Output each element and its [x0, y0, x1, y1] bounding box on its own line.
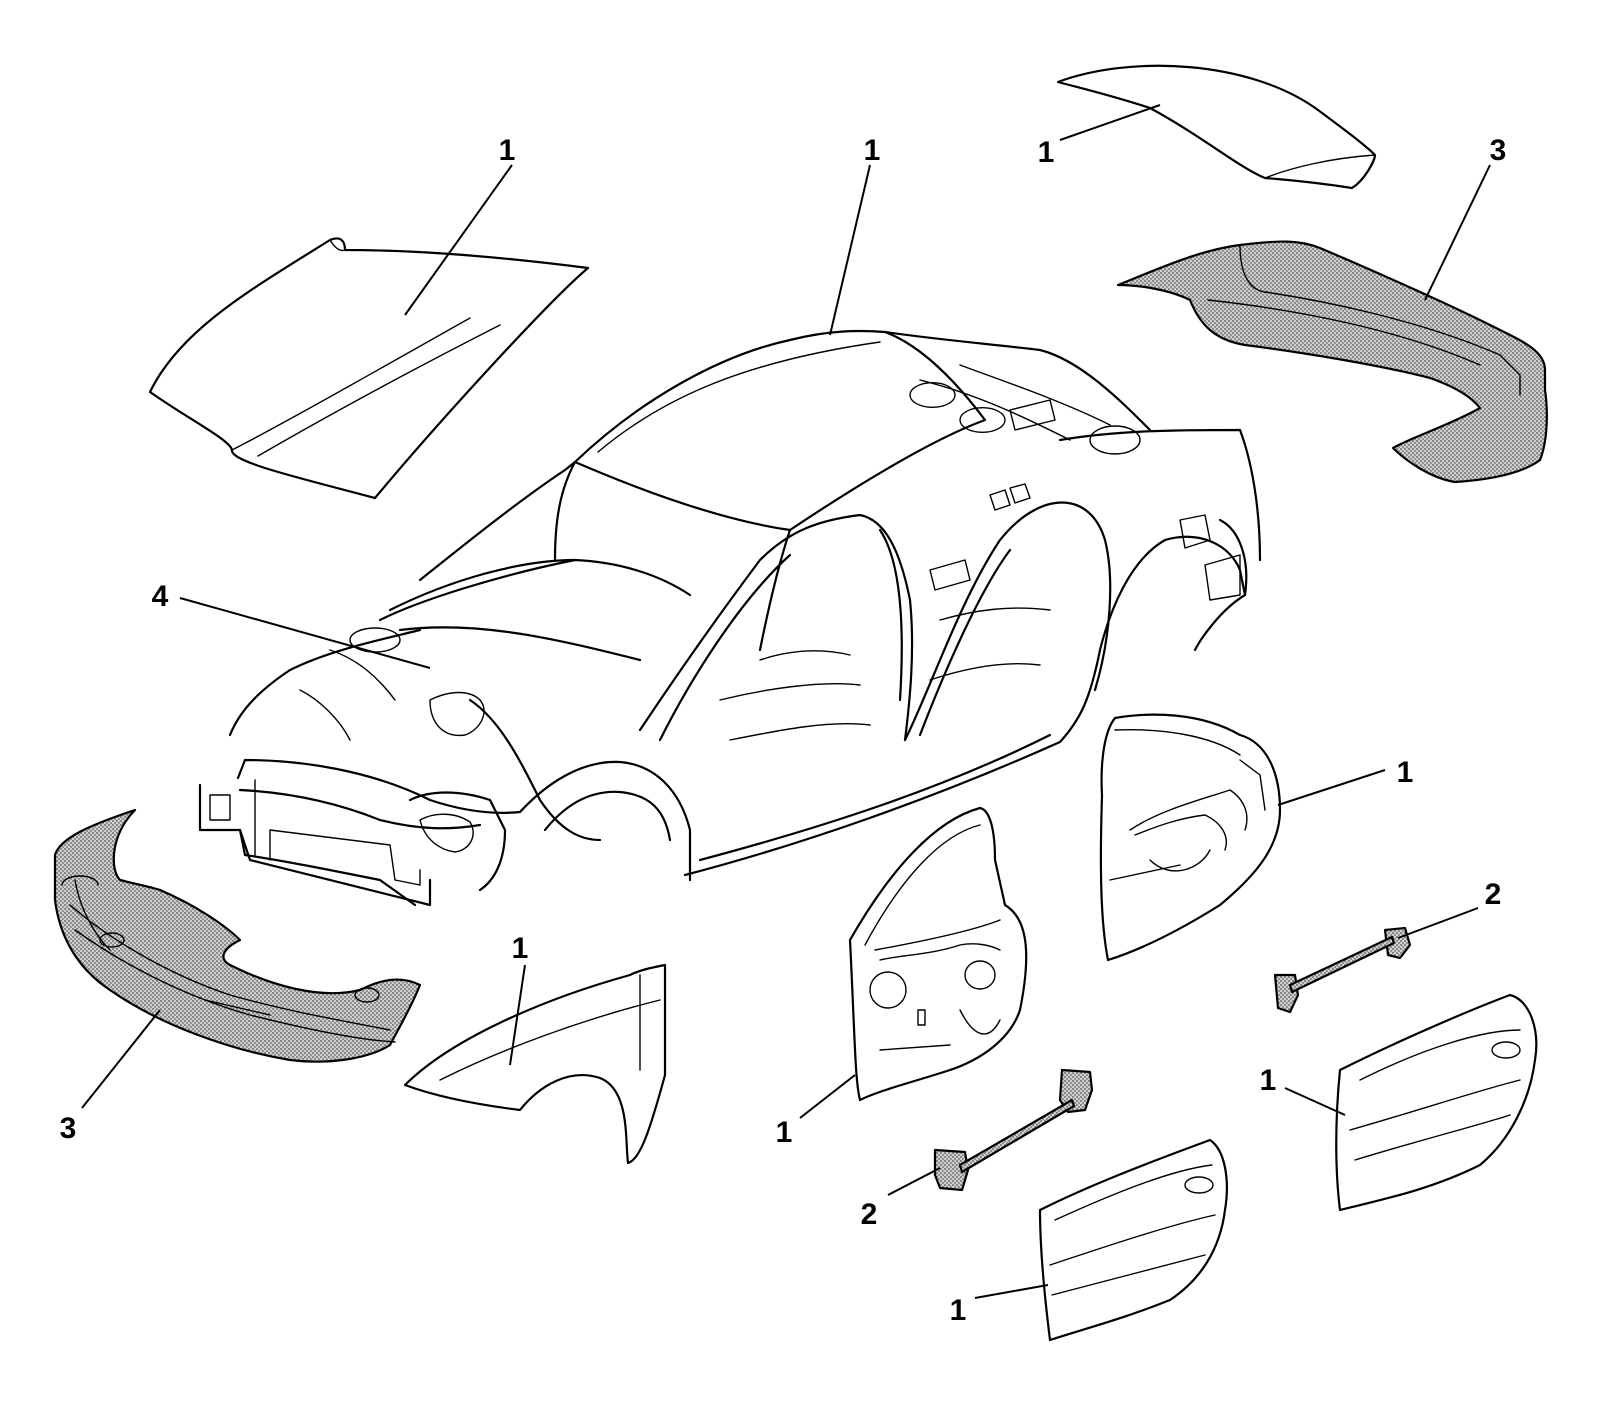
leader-lines — [81, 104, 1491, 1299]
leader-rear-door-skin — [1284, 1087, 1346, 1116]
rear-bumper-fascia — [1116, 240, 1548, 484]
leader-rear-door-beam — [1397, 907, 1479, 939]
callout-rear-bumper: 3 — [1490, 134, 1507, 167]
front-door-frame — [848, 806, 1028, 1102]
leader-cowl — [179, 597, 431, 669]
hood-panel — [148, 237, 590, 500]
leader-front-door-beam — [887, 1167, 941, 1196]
front-door-beam — [933, 1068, 1094, 1192]
rear-door-beam — [1273, 926, 1412, 1014]
front-fender-panel — [403, 963, 667, 1165]
leader-roof — [829, 164, 871, 336]
callout-roof: 1 — [864, 134, 881, 167]
leader-rear-bumper — [1424, 164, 1491, 301]
callout-front-door-skin: 1 — [950, 1294, 967, 1327]
leader-front-bumper — [81, 1009, 161, 1109]
leader-rear-door-frame — [1277, 769, 1386, 806]
front-bumper-fascia — [53, 808, 422, 1063]
front-door-skin — [1038, 1138, 1228, 1342]
callout-trunk-lid: 1 — [1038, 136, 1055, 169]
callout-rear-door-beam: 2 — [1485, 878, 1502, 911]
leader-front-fender — [509, 964, 526, 1066]
callout-front-door-beam: 2 — [861, 1198, 878, 1231]
callout-rear-door-frame: 1 — [1397, 756, 1414, 789]
callout-front-bumper: 3 — [60, 1112, 77, 1145]
callout-front-door-frame: 1 — [776, 1116, 793, 1149]
callout-rear-door-skin: 1 — [1260, 1064, 1277, 1097]
callout-front-fender: 1 — [512, 932, 529, 965]
callout-labels: 1 1 1 3 4 1 2 3 1 1 2 1 1 — [60, 134, 1507, 1327]
leader-hood — [404, 164, 513, 316]
callout-hood: 1 — [499, 134, 516, 167]
body-in-white — [198, 329, 1262, 907]
leader-front-door-frame — [799, 1074, 856, 1119]
leader-front-door-skin — [974, 1284, 1049, 1299]
callout-cowl: 4 — [152, 580, 169, 613]
rear-door-frame — [1099, 713, 1282, 962]
trunk-lid-panel — [1056, 64, 1377, 190]
leader-trunk-lid — [1059, 104, 1161, 141]
rear-door-skin — [1335, 993, 1538, 1212]
